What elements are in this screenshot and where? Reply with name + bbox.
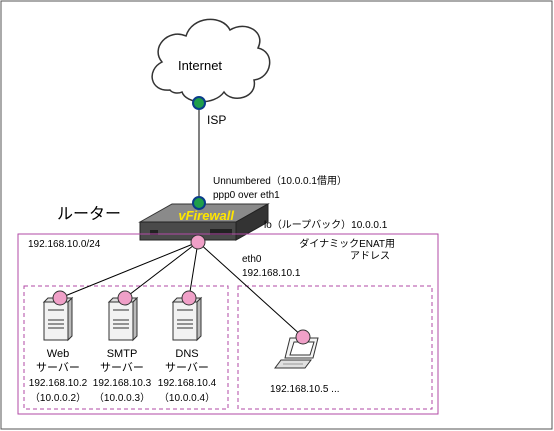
router-title: ルーター xyxy=(57,205,121,223)
dns-role: サーバー xyxy=(165,361,209,374)
uplink-line2: ppp0 over eth1 xyxy=(213,190,280,201)
router-brand: vFirewall xyxy=(178,208,234,223)
lan-boundary xyxy=(17,233,439,415)
server-group xyxy=(23,285,229,410)
web-role: サーバー xyxy=(36,361,80,374)
smtp-role: サーバー xyxy=(100,361,144,374)
smtp-ip: 192.168.10.3 xyxy=(93,378,152,389)
eth0-label: eth0 xyxy=(242,254,262,265)
web-name: Web xyxy=(47,348,69,360)
dns-nat: （10.0.0.4） xyxy=(159,392,215,404)
laptop-icon xyxy=(274,337,319,369)
enat-line1: ダイナミックENAT用 xyxy=(299,237,395,250)
internet-label: Internet xyxy=(178,58,222,73)
web-nat: （10.0.0.2） xyxy=(30,392,86,404)
dns-server xyxy=(171,296,203,342)
loopback-label: lo（ループバック）10.0.0.1 xyxy=(264,219,388,231)
dns-node xyxy=(181,290,197,306)
router-wan-node xyxy=(192,196,206,210)
dns-name: DNS xyxy=(175,348,198,360)
web-node xyxy=(52,290,68,306)
link-client xyxy=(197,241,304,338)
enat-line2: アドレス xyxy=(350,251,390,262)
smtp-nat: （10.0.0.3） xyxy=(94,392,150,404)
link-dns xyxy=(188,241,199,299)
isp-label: ISP xyxy=(207,113,226,127)
router-device: vFirewall xyxy=(138,203,270,241)
client-ip: 192.168.10.5 ... xyxy=(270,384,340,395)
client-group xyxy=(237,285,433,410)
web-server xyxy=(42,296,74,342)
isp-node xyxy=(192,96,206,110)
web-ip: 192.168.10.2 xyxy=(29,378,88,389)
link-smtp xyxy=(124,241,199,299)
link-web xyxy=(59,241,199,299)
eth0-ip: 192.168.10.1 xyxy=(242,268,301,279)
smtp-node xyxy=(117,290,133,306)
dns-ip: 192.168.10.4 xyxy=(158,378,217,389)
smtp-name: SMTP xyxy=(107,348,138,360)
client-node xyxy=(295,329,311,345)
lan-subnet: 192.168.10.0/24 xyxy=(28,239,101,250)
eth0-node xyxy=(190,234,206,250)
internet-cloud: Internet xyxy=(151,18,271,103)
uplink-line1: Unnumbered（10.0.0.1借用） xyxy=(213,175,347,187)
